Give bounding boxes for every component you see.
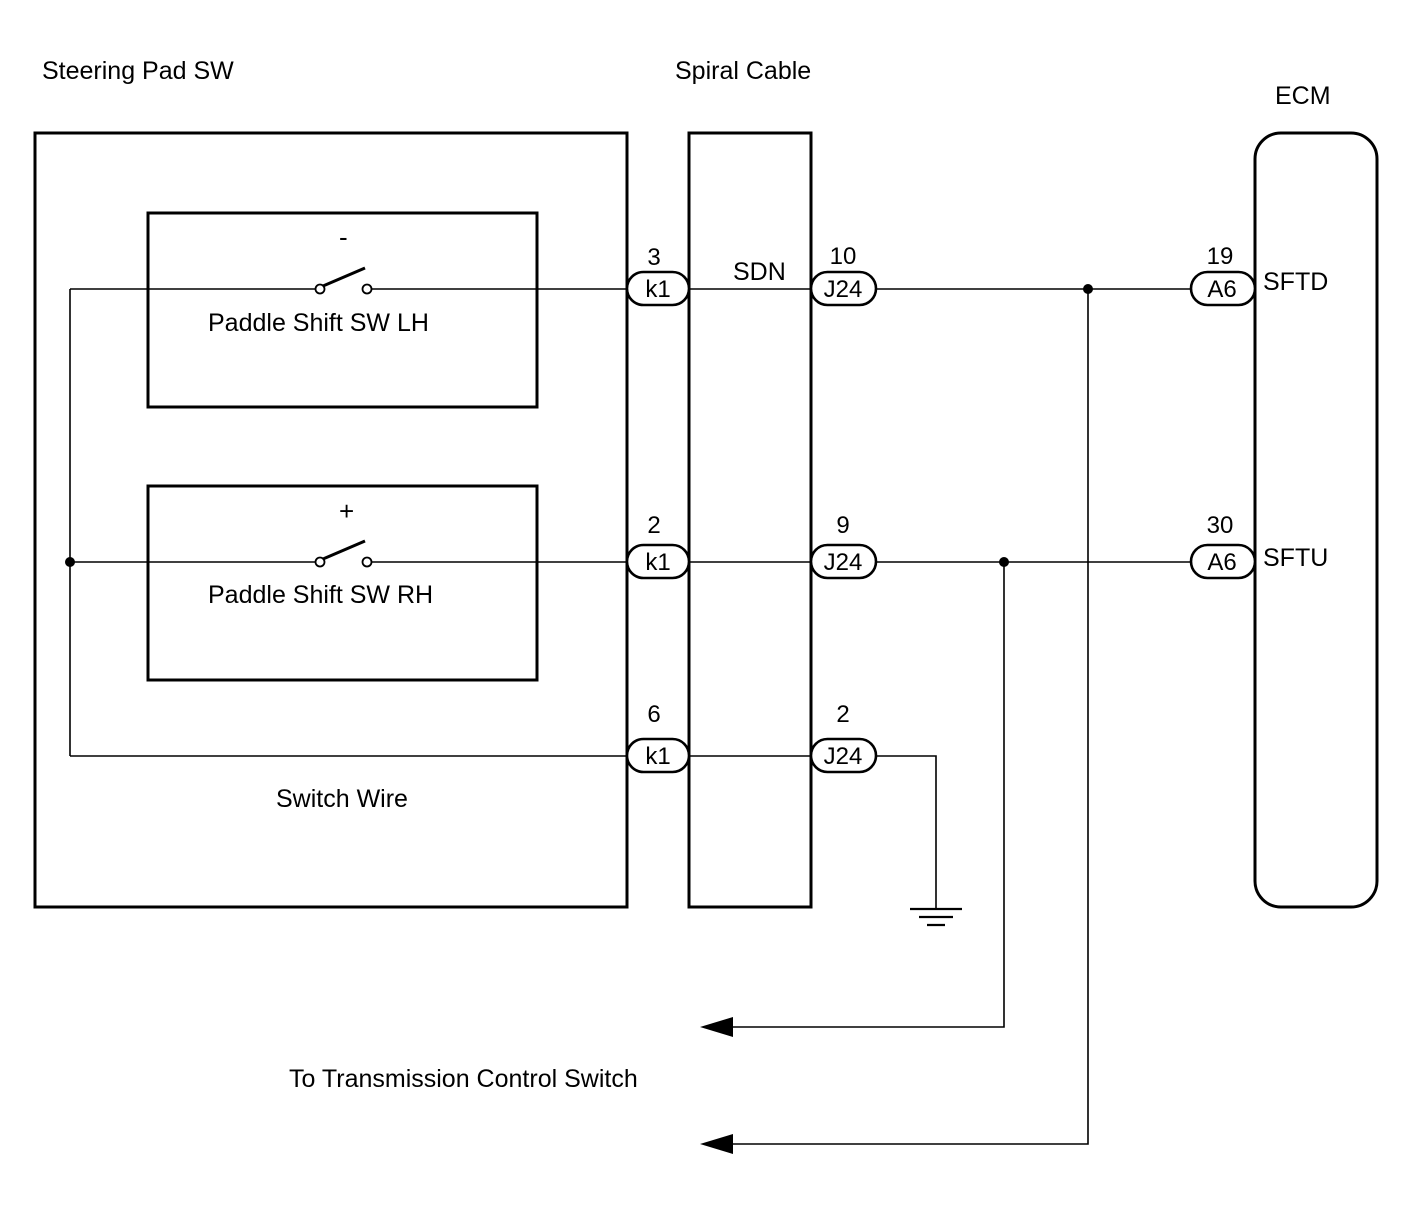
pin-number: 19: [1207, 243, 1234, 270]
switch-lh: [314, 266, 373, 295]
connector-id: k1: [645, 743, 670, 770]
paddle-shift-lh-label: Paddle Shift SW LH: [208, 309, 429, 337]
connector-id: k1: [645, 549, 670, 576]
ground-symbol: [910, 907, 962, 927]
connector-id: k1: [645, 276, 670, 303]
connector-j24-top: J24 10: [809, 243, 878, 307]
connector-id: A6: [1207, 549, 1236, 576]
branch-sftd-wire: [732, 289, 1089, 1145]
arrow-left-icon: [700, 1017, 733, 1037]
connector-id: J24: [824, 743, 863, 770]
steering-pad-sw-title: Steering Pad SW: [42, 57, 234, 85]
pin-number: 3: [647, 244, 660, 271]
pin-number: 10: [830, 243, 857, 270]
paddle-shift-lh-box: [146, 211, 539, 409]
connector-k1-top: k1 3: [625, 244, 691, 307]
ecm-box: [1253, 131, 1379, 909]
spiral-cable-box: [687, 131, 813, 909]
plus-symbol: +: [339, 496, 354, 526]
paddle-shift-rh-label: Paddle Shift SW RH: [208, 581, 433, 609]
steering-pad-sw-box: [33, 131, 629, 909]
junction-dot-sftd: [1083, 284, 1093, 294]
switch-wire-label: Switch Wire: [276, 785, 408, 813]
spiral-cable-title: Spiral Cable: [675, 57, 811, 85]
minus-symbol: -: [339, 222, 348, 252]
junction-dot-left: [65, 557, 75, 567]
to-transmission-control-switch-label: To Transmission Control Switch: [289, 1065, 638, 1093]
sdn-label: SDN: [733, 258, 786, 286]
pin-number: 30: [1207, 512, 1234, 539]
pin-number: 6: [647, 701, 660, 728]
sftd-label: SFTD: [1263, 268, 1328, 296]
ground-wire: [876, 755, 937, 908]
pin-number: 9: [836, 512, 849, 539]
connector-id: J24: [824, 549, 863, 576]
connector-j24-mid: J24 9: [809, 512, 878, 580]
paddle-shift-rh-box: [146, 484, 539, 682]
connector-j24-bot: J24 2: [809, 701, 878, 774]
connector-id: A6: [1207, 276, 1236, 303]
pin-number: 2: [836, 701, 849, 728]
ecm-title: ECM: [1275, 82, 1331, 110]
sftu-label: SFTU: [1263, 544, 1328, 572]
connector-id: J24: [824, 276, 863, 303]
connector-k1-bot: k1 6: [625, 701, 691, 774]
switch-rh: [314, 539, 373, 568]
pin-number: 2: [647, 512, 660, 539]
branch-sftu-wire: [732, 562, 1005, 1028]
connector-k1-mid: k1 2: [625, 512, 691, 580]
connector-a6-top: A6 19: [1189, 243, 1257, 307]
wires: [69, 288, 1191, 1145]
arrow-left-icon: [700, 1134, 733, 1154]
junction-dot-sftu: [999, 557, 1009, 567]
connector-a6-mid: A6 30: [1189, 512, 1257, 580]
